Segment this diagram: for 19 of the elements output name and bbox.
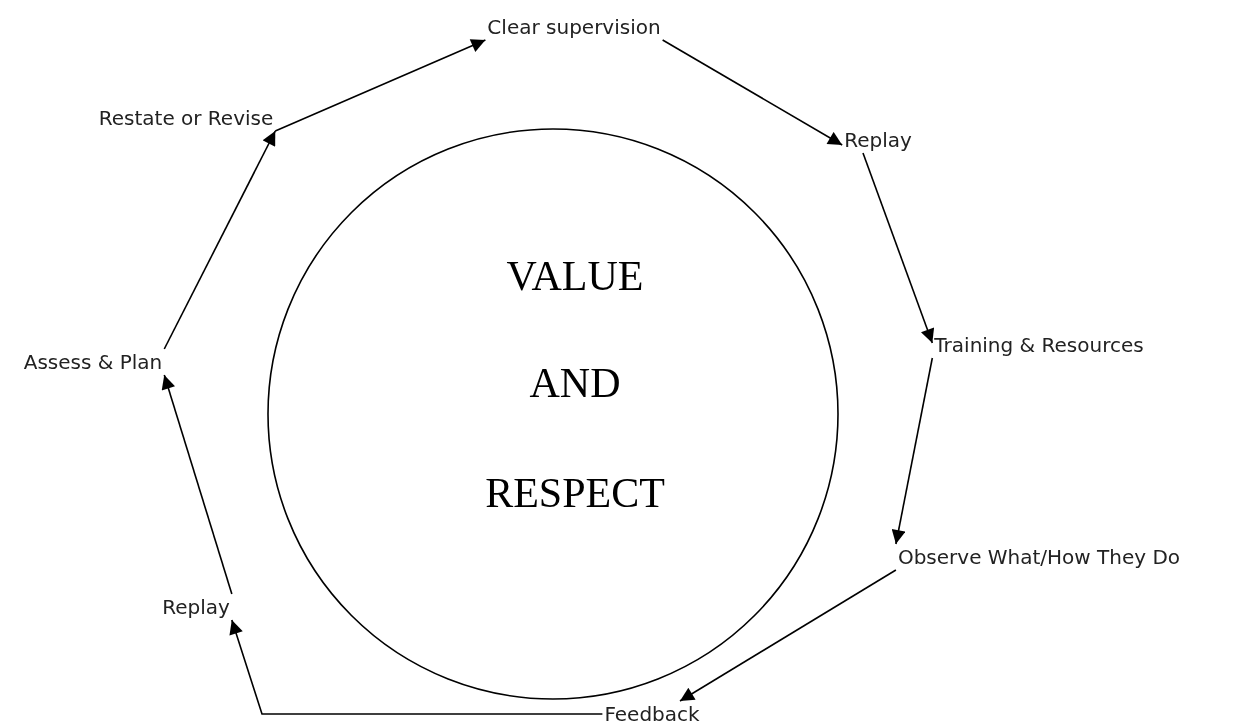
step-label: Assess & Plan [21, 349, 165, 375]
arrow [163, 130, 277, 350]
arrow [274, 39, 487, 132]
step-label: Observe What/How They Do [895, 544, 1183, 570]
step-label: Replay [842, 127, 914, 153]
arrow [229, 619, 604, 715]
arrow [161, 374, 233, 595]
step-label: Replay [160, 594, 232, 620]
step-label: Clear supervision [485, 14, 663, 40]
arrow [862, 152, 935, 344]
arrow [891, 357, 934, 545]
step-label: Feedback [602, 701, 702, 727]
center-text: AND [528, 359, 622, 407]
arrow [661, 39, 843, 146]
step-label: Restate or Revise [96, 105, 276, 131]
step-label: Training & Resources [932, 332, 1146, 358]
center-text: VALUE [505, 252, 645, 300]
center-text: RESPECT [484, 469, 666, 517]
arrow [679, 569, 897, 702]
